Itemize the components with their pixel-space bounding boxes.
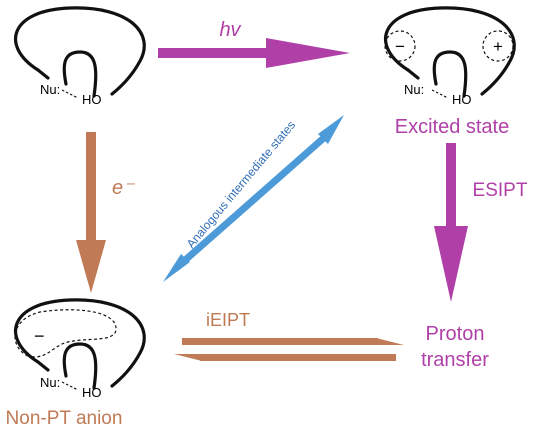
excited-state-label: Excited state — [395, 116, 510, 138]
minus-charge-icon — [384, 30, 416, 62]
molecule-excited-state-icon: − + Nu: HO — [383, 6, 516, 107]
molecule-ground-state-icon: Nu: HO — [13, 6, 146, 107]
proton-transfer-label-line1: Proton — [426, 323, 485, 345]
ho-label: HO — [452, 92, 472, 107]
proton-transfer-label-line2: transfer — [421, 349, 489, 371]
electron-arrow — [76, 132, 106, 293]
minus-symbol: − — [34, 326, 45, 346]
non-pt-anion-label: Non-PT anion — [6, 408, 123, 429]
nu-label: Nu: — [40, 82, 60, 97]
analogous-label: Analogous intermediate states — [184, 118, 298, 251]
ho-label: HO — [82, 92, 102, 107]
plus-symbol: + — [493, 37, 503, 56]
electron-label: e⁻ — [112, 177, 135, 199]
minus-symbol: − — [395, 37, 405, 56]
ieipt-label: iEIPT — [206, 310, 250, 330]
ho-label: HO — [82, 385, 102, 400]
molecule-anion-icon: − Nu: HO — [13, 298, 146, 400]
esipt-arrow — [434, 143, 468, 302]
nu-label: Nu: — [40, 375, 60, 390]
nu-label: Nu: — [404, 82, 424, 97]
analogous-double-arrow — [163, 115, 344, 282]
hv-arrow — [158, 38, 350, 68]
anion-charge-region — [14, 309, 117, 358]
hv-label: hv — [219, 19, 241, 41]
esipt-label: ESIPT — [473, 180, 528, 201]
ieipt-equilibrium-arrows — [174, 338, 404, 361]
plus-charge-icon — [482, 30, 514, 62]
